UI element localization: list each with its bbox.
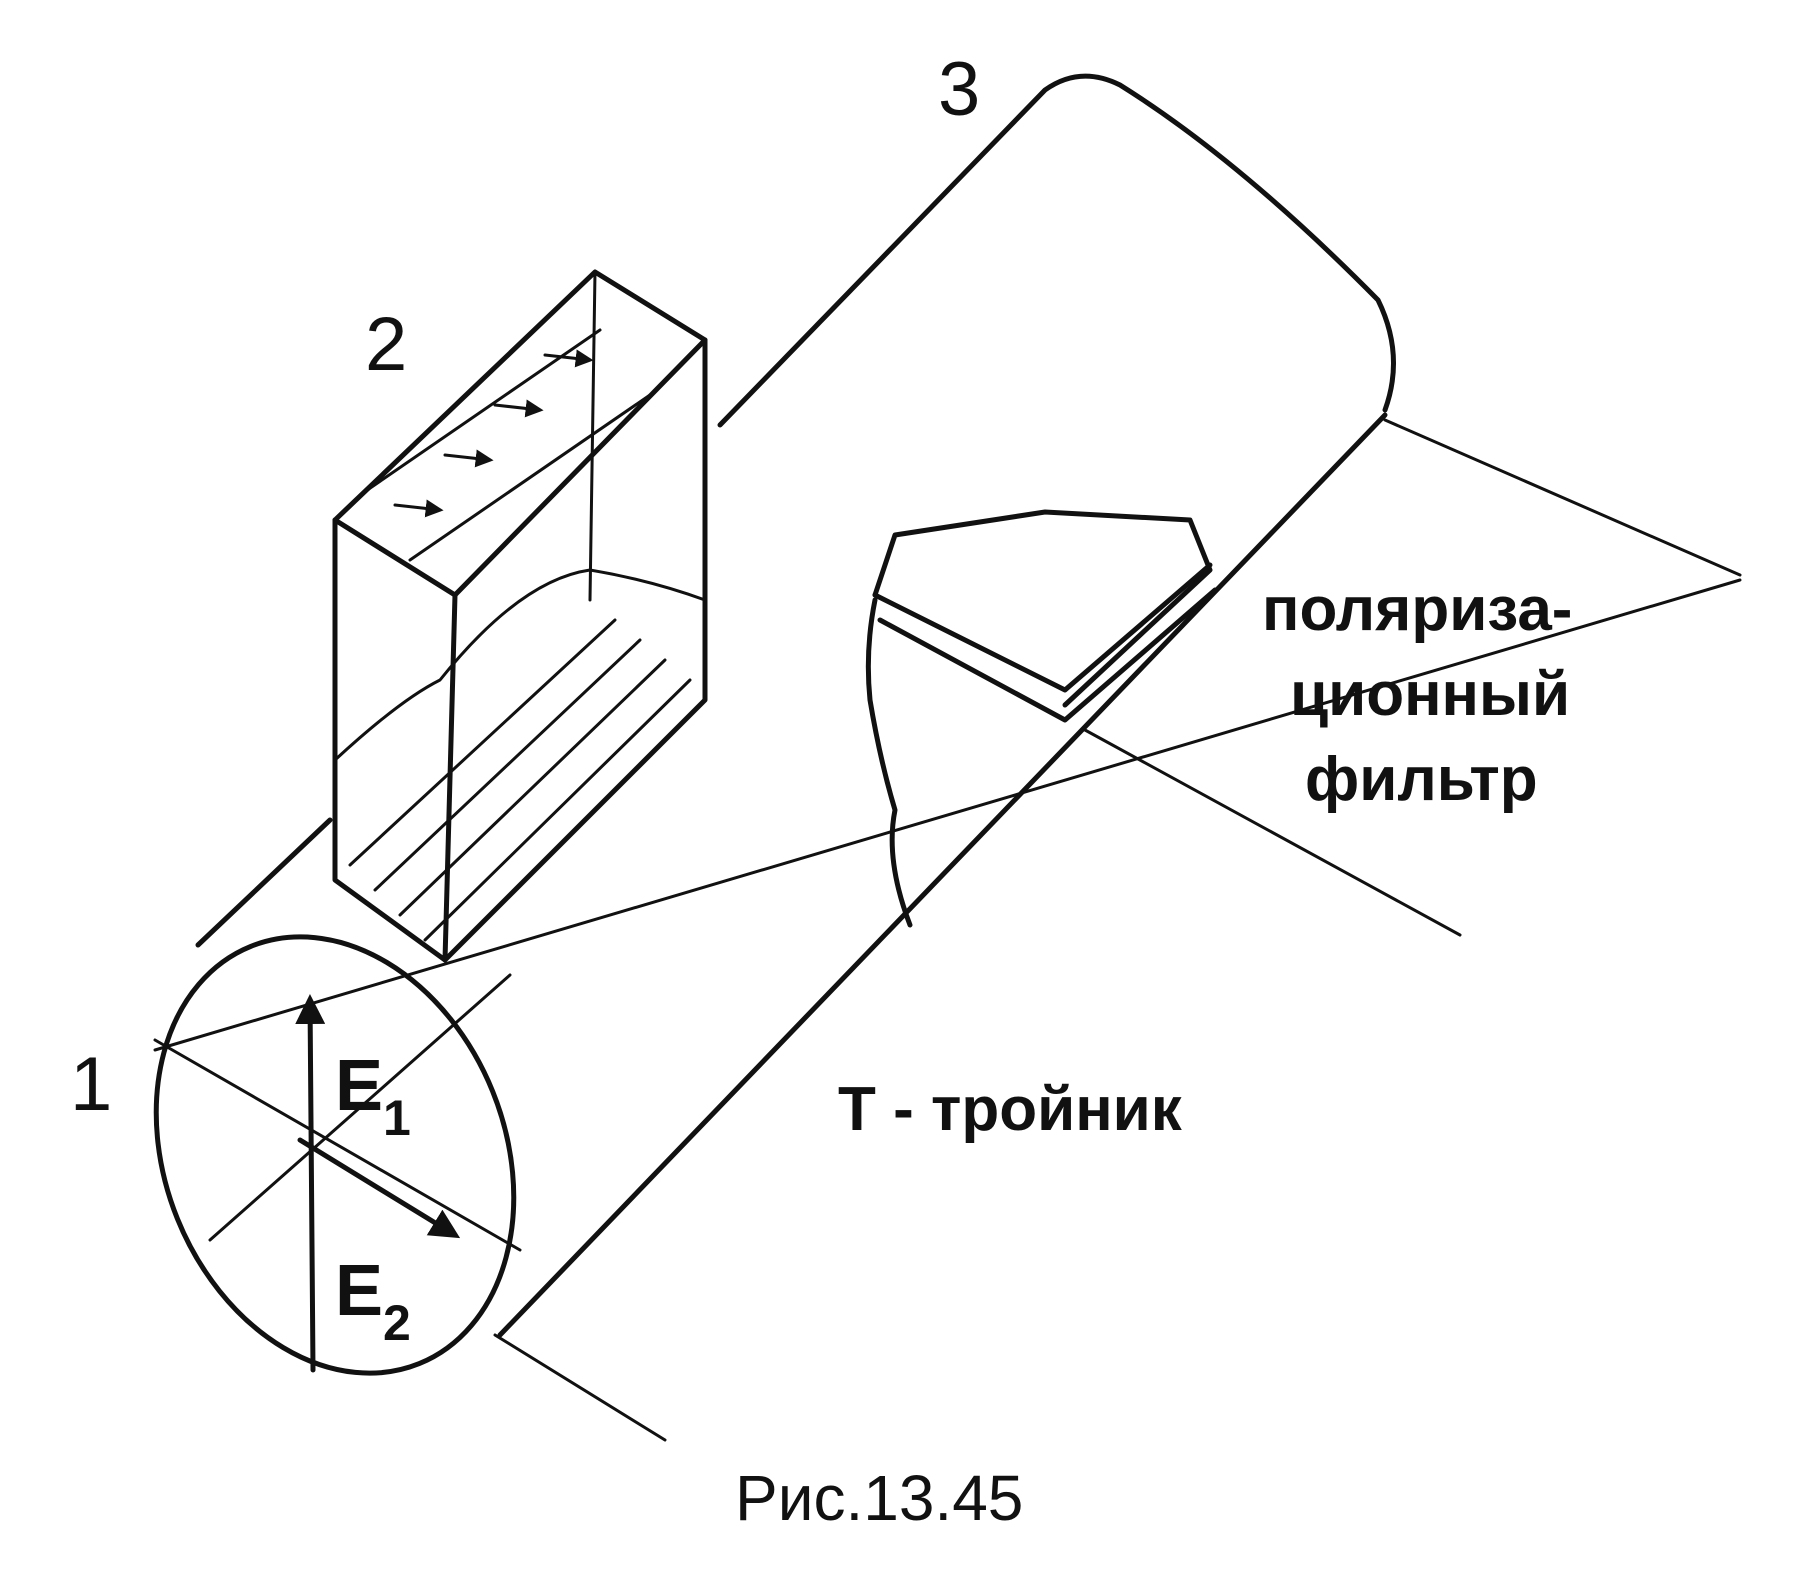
label-e1: E1 xyxy=(335,1046,411,1146)
label-e2-subscript: 2 xyxy=(383,1295,411,1351)
filter-plate xyxy=(872,562,1218,723)
axis-horizontal-3 xyxy=(493,1333,667,1442)
filter-top xyxy=(872,509,1213,708)
label-e2: E2 xyxy=(335,1251,411,1351)
axis-horizontal-1 xyxy=(1383,418,1742,577)
arm-top-divider-2 xyxy=(408,393,652,562)
field-vectors xyxy=(295,994,461,1373)
arm-field-arrow-1 xyxy=(393,499,444,518)
filter-side xyxy=(865,597,913,928)
label-port-2: 2 xyxy=(365,302,407,387)
symmetry-axes xyxy=(153,418,1742,1442)
arm-cutaway-edge xyxy=(333,568,707,762)
rectangular-waveguide-arm xyxy=(332,269,708,963)
axis-diagonal xyxy=(208,973,512,1242)
label-filter-line3: фильтр xyxy=(1305,745,1538,814)
e2-vector-arrow xyxy=(297,1137,461,1239)
cylinder-top-edge-right xyxy=(717,73,1396,428)
arm-slot-2 xyxy=(373,638,642,892)
arm-field-arrow-2 xyxy=(443,449,494,468)
arm-field-arrow-4 xyxy=(543,349,594,368)
port-1-end-face xyxy=(153,934,517,1376)
polarization-filter-block xyxy=(865,509,1218,928)
label-e2-letter: E xyxy=(335,1251,383,1331)
label-e1-letter: E xyxy=(335,1046,383,1126)
label-filter-line1: поляриза- xyxy=(1262,575,1572,644)
axis-long xyxy=(153,578,1742,1052)
arm-slot-3 xyxy=(398,658,667,917)
label-e1-subscript: 1 xyxy=(383,1090,411,1146)
figure-caption: Рис.13.45 xyxy=(735,1462,1023,1534)
cylinder-bottom-edge xyxy=(497,412,1388,1338)
arm-field-arrow-3 xyxy=(493,399,544,418)
label-tee: Т - тройник xyxy=(838,1075,1183,1144)
arm-front-face xyxy=(332,517,458,963)
cylinder-top-edge-left xyxy=(195,817,333,948)
arm-slot-1 xyxy=(348,618,617,867)
label-filter-line2: ционный xyxy=(1290,660,1570,729)
axis-horizontal-2 xyxy=(1083,728,1462,937)
arm-slot-4 xyxy=(423,678,692,942)
label-port-3: 3 xyxy=(938,47,980,132)
label-port-1: 1 xyxy=(70,1042,112,1127)
e1-vector-arrow xyxy=(295,994,326,1373)
arm-right-face xyxy=(442,337,708,963)
arm-top-divider-1 xyxy=(358,328,602,497)
cylinder-waveguide xyxy=(153,73,1396,1376)
